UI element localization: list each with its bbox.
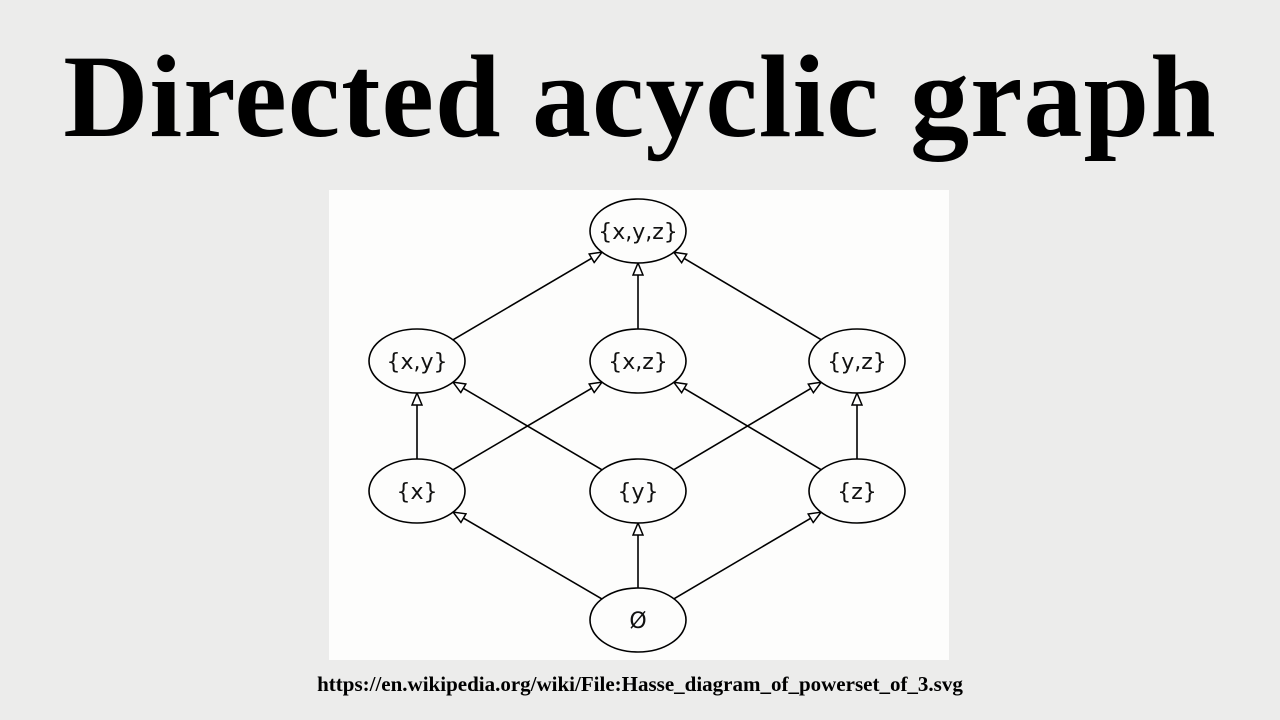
edge-yz-to-xyz [674,252,822,341]
source-url-caption: https://en.wikipedia.org/wiki/File:Hasse… [317,672,963,696]
node-ellipse [589,328,687,394]
edge-y-to-xy [453,382,603,471]
node-ellipse [808,458,906,524]
node-xz: {x,z} [589,328,687,394]
node-label: Ø [629,609,646,634]
node-group: {x,y,z} {x,y} {x,z} {y,z} {x} {y} {z} Ø [368,198,906,653]
edge-z-to-xz [674,382,822,471]
edge-empty-to-x [453,512,603,600]
node-label: {x,z} [608,350,668,375]
diagram-panel: {x,y,z} {x,y} {x,z} {y,z} {x} {y} {z} Ø [329,190,949,660]
node-label: {y,z} [827,350,887,375]
node-label: {x,y,z} [598,220,678,245]
node-ellipse [368,328,466,394]
edge-empty-to-z [673,512,821,600]
node-xyz: {x,y,z} [589,198,687,264]
node-y: {y} [589,458,687,524]
node-label: {z} [837,480,877,505]
node-ellipse [589,198,687,264]
node-ellipse [589,587,687,653]
page-title: Directed acyclic graph [63,31,1217,162]
node-empty: Ø [589,587,687,653]
edge-group [417,252,857,600]
edge-xy-to-xyz [452,252,602,341]
hasse-diagram: {x,y,z} {x,y} {x,z} {y,z} {x} {y} {z} Ø [368,198,906,653]
node-label: {x} [396,480,437,505]
node-label: {y} [617,480,658,505]
node-label: {x,y} [386,350,447,375]
node-ellipse [368,458,466,524]
node-x: {x} [368,458,466,524]
node-ellipse [589,458,687,524]
node-xy: {x,y} [368,328,466,394]
node-z: {z} [808,458,906,524]
node-ellipse [808,328,906,394]
node-yz: {y,z} [808,328,906,394]
